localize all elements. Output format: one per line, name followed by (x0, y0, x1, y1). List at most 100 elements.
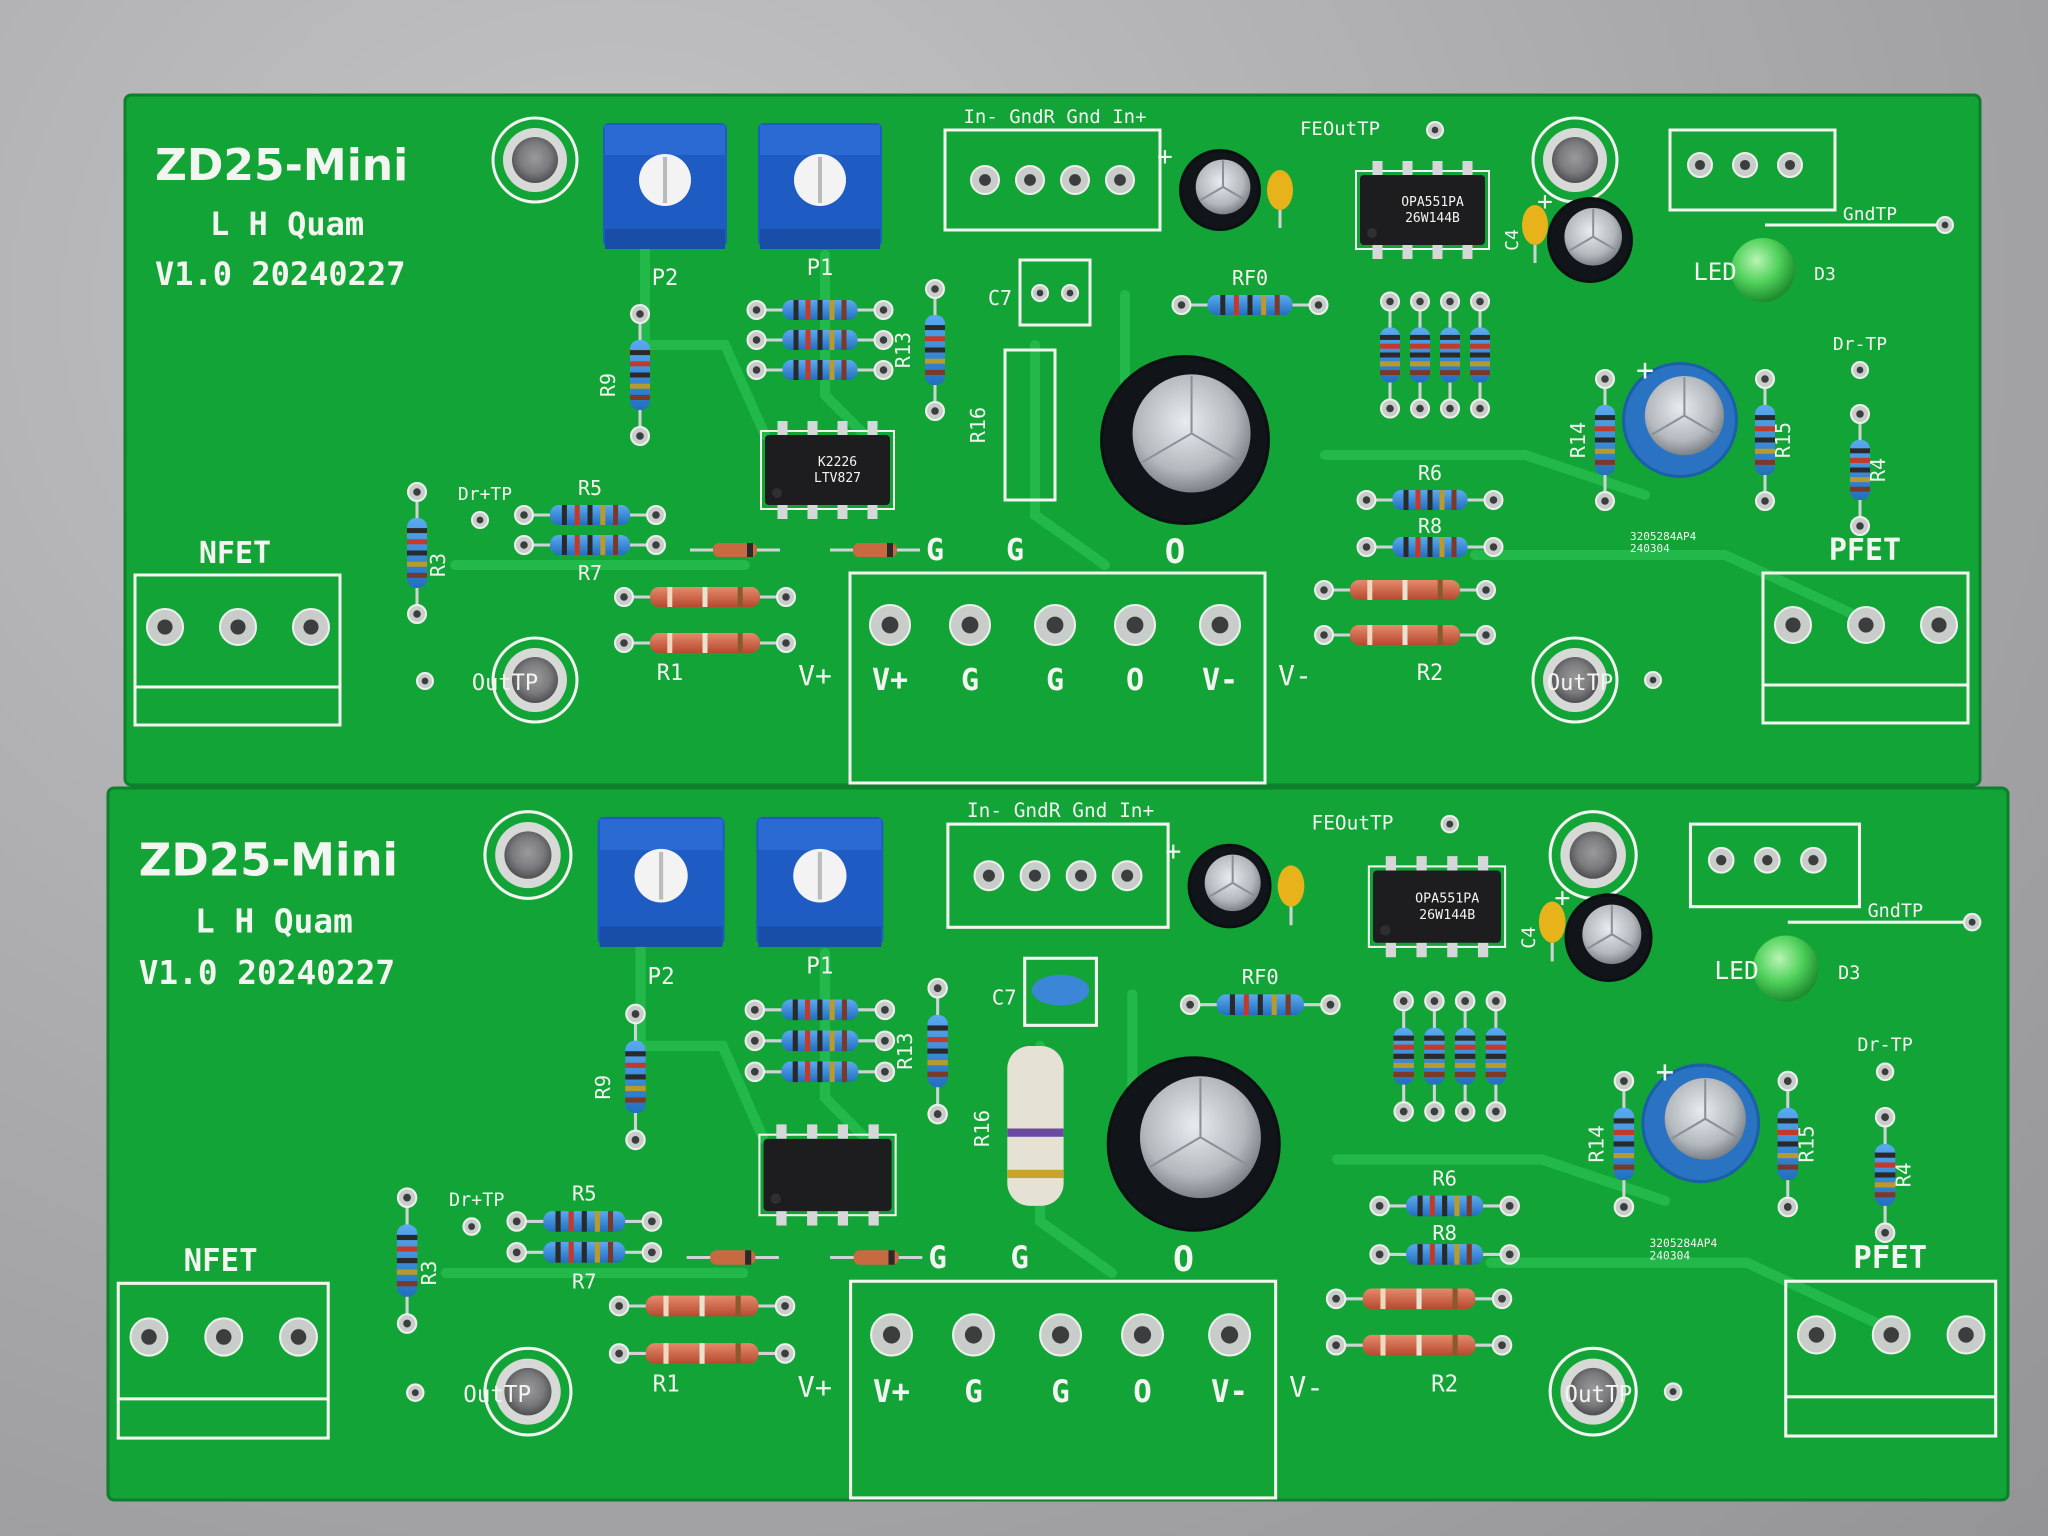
resistor-band (1380, 1288, 1386, 1310)
resistor-band (1777, 1118, 1799, 1124)
pad-hole (1761, 497, 1769, 505)
resistor-band (1424, 1044, 1445, 1050)
label-v-minus-right: V- (1289, 1370, 1324, 1404)
pad-hole (1881, 1113, 1889, 1122)
resistor-band (1777, 1129, 1799, 1136)
pad-hole (636, 432, 644, 440)
resistor-band (561, 505, 567, 525)
mount-hole-ring (1531, 636, 1619, 724)
resistor-band (1285, 994, 1291, 1016)
label-c4: C4 (1502, 229, 1523, 251)
pad-hole (468, 1223, 476, 1231)
resistor-band (1454, 1044, 1476, 1050)
mount-hole-bottom-right (1552, 657, 1598, 703)
pad-hole (403, 1193, 411, 1202)
led-header-silk (1668, 128, 1837, 212)
label-r2: R2 (1431, 1372, 1458, 1398)
resistor-band (699, 1343, 705, 1364)
label-r5: R5 (578, 476, 602, 500)
ic-pin1-dot (1367, 228, 1377, 238)
label-r4: R4 (1892, 1163, 1916, 1188)
pad-hole (403, 1319, 411, 1328)
pad-hole (413, 610, 421, 618)
pad-hole (1332, 1294, 1340, 1303)
resistor-band (1470, 352, 1490, 358)
pad-hole (141, 1329, 157, 1345)
resistor-band (805, 300, 811, 320)
trimmer-top (599, 818, 723, 850)
resistor-band (1470, 343, 1490, 349)
label-r8: R8 (1418, 514, 1442, 538)
resistor-band (1466, 1244, 1472, 1265)
diode-1 (713, 543, 757, 557)
resistor-band (667, 587, 673, 607)
resistor-band (1777, 1164, 1799, 1170)
resistor-band (1755, 448, 1775, 454)
resistor-r16 (1007, 1045, 1064, 1206)
resistor-band (829, 300, 835, 320)
resistor-band (1424, 1035, 1445, 1041)
label-power-2: G (1046, 663, 1064, 698)
pad-hole (1498, 1341, 1506, 1350)
pad-hole (1858, 617, 1874, 633)
ic-silk (758, 1133, 897, 1217)
ic-pin (1416, 942, 1427, 958)
pad-hole (1931, 617, 1947, 633)
resistor-band (555, 1242, 561, 1263)
resistor-band (927, 1025, 948, 1031)
resistor-band (702, 633, 708, 653)
pad-hole (1489, 543, 1498, 551)
label-d3: D3 (1814, 264, 1836, 285)
pad-hole (1856, 522, 1864, 530)
cap-vent (1199, 160, 1247, 202)
pad-hole (1446, 404, 1454, 413)
label-fe-out-tp: FEOutTP (1300, 118, 1380, 140)
resistor-band (607, 1211, 614, 1232)
label-led: LED (1693, 258, 1736, 286)
pad-hole (512, 1248, 521, 1257)
mount-hole-bottom-left (512, 657, 558, 703)
pad-hole (1375, 1202, 1384, 1210)
cap-vent (1149, 1078, 1252, 1168)
label-input-header: In- GndR Gnd In+ (967, 799, 1154, 822)
pad-hole (882, 1326, 901, 1344)
label-r13: R13 (891, 332, 915, 368)
label-r9: R9 (591, 1075, 615, 1100)
pad-hole (1958, 1327, 1974, 1343)
resistor-band (1274, 295, 1280, 315)
resistor-band (1416, 1334, 1422, 1356)
resistor-band (841, 330, 847, 350)
mount-hole-top-left (512, 137, 558, 183)
pad-hole (1694, 159, 1706, 171)
resistor-band (792, 1061, 798, 1083)
resistor-band (625, 1051, 646, 1057)
led-header-silk (1688, 822, 1862, 909)
pad-hole (752, 336, 761, 344)
pad-hole (1505, 1202, 1514, 1210)
resistor-band (396, 1281, 418, 1287)
ic-pin (777, 421, 788, 435)
resistor-band (625, 1062, 646, 1068)
pad-hole (933, 984, 942, 993)
ic-pin (807, 1211, 818, 1226)
resistor-band (407, 572, 427, 578)
pad-hole (648, 1248, 656, 1257)
trace (1485, 1257, 1886, 1330)
input-header-silk (946, 822, 1170, 929)
pad-hole (1881, 1228, 1889, 1237)
resistor-band (735, 1343, 741, 1364)
resistor-band (396, 1234, 418, 1241)
pad-hole (1114, 174, 1126, 186)
ic-pin (1462, 161, 1473, 175)
pad-hole (879, 336, 888, 344)
pad-hole (1446, 297, 1454, 306)
board-code: 3205284AP4 (1630, 530, 1697, 543)
label-power-3: O (1126, 663, 1144, 698)
label-g2: G (1006, 533, 1024, 568)
resistor-band (1595, 448, 1615, 454)
label-out-tp-right: OutTP (1564, 1382, 1632, 1408)
resistor-band (1402, 625, 1408, 645)
resistor-band (396, 1269, 418, 1275)
resistor-band (927, 1060, 948, 1066)
resistor-band (1440, 361, 1460, 367)
